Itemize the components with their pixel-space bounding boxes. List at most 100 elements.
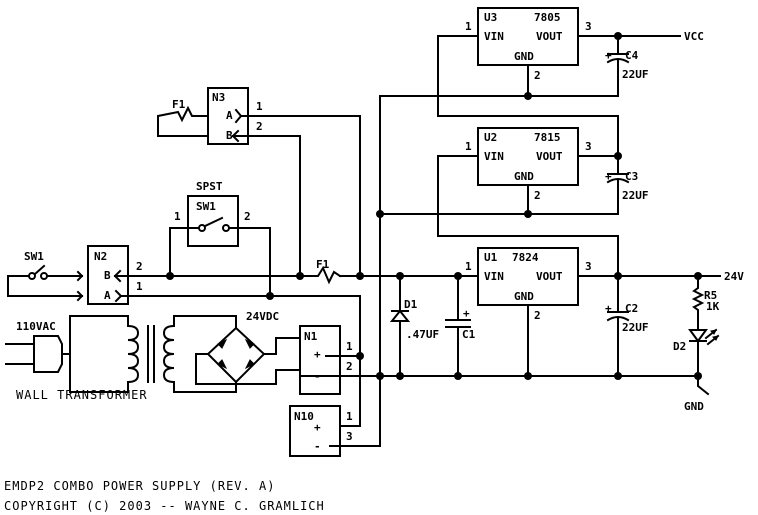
u2-input-wire (437, 155, 619, 277)
fuse-f1-line-label: F1 (316, 258, 330, 271)
diode-d1-body (389, 309, 411, 322)
plug-body (33, 335, 63, 373)
output-rails: VCC 24V (577, 30, 744, 283)
switch-sw1-ref: SW1 (24, 250, 44, 263)
resistor-r5-ref: R5 (704, 289, 717, 302)
bridge-diamond (206, 326, 266, 384)
junction-dot (524, 210, 532, 218)
regulator-u2-pin-in: 1 (465, 140, 472, 153)
bridge-voltage-label: 24VDC (246, 310, 279, 323)
capacitor-c2-plate-top (607, 275, 629, 313)
secondary-winding (162, 324, 176, 384)
bridge-diode-2 (244, 338, 255, 349)
ground-symbol (697, 375, 710, 396)
connector-n1-num-minus: 2 (346, 360, 353, 373)
regulator-u3-pin-out: 3 (585, 20, 592, 33)
connector-n10-num-plus: 1 (346, 410, 353, 423)
switch-spst-pin2: 2 (244, 210, 251, 223)
switch-spst-lever (169, 216, 271, 297)
fuse-f1-line: F1 (299, 258, 342, 285)
regulator-u3-gnd: GND (514, 50, 534, 63)
n3-pin1-wire (240, 115, 361, 277)
copyright-notice: COPYRIGHT (C) 2003 -- WAYNE C. GRAMLICH (4, 499, 325, 513)
connector-n1-plus: + (314, 348, 321, 361)
regulator-u3-part: 7805 (534, 11, 561, 24)
switch-spst-ref: SW1 (196, 200, 216, 213)
secondary-leads (173, 315, 237, 393)
connector-n10-plus: + (314, 421, 321, 434)
capacitor-c4-plate-bottom (527, 58, 630, 97)
resistor-r5 (691, 275, 705, 331)
regulator-u2-pin-gnd: 2 (534, 189, 541, 202)
diode-d1-ref: D1 (404, 298, 418, 311)
connector-n2-pin-b: B (104, 269, 111, 282)
regulator-u2-pin-out: 3 (585, 140, 592, 153)
regulator-u1-vin: VIN (484, 270, 504, 283)
regulator-u1-gnd: GND (514, 290, 534, 303)
fuse-f1-top (157, 105, 209, 137)
barrel-jack-wire (7, 275, 84, 302)
capacitor-c1-ref: C1 (462, 328, 476, 341)
capacitor-c1: + C1 .47UF (406, 275, 476, 377)
capacitor-c4-ref: C4 (625, 49, 639, 62)
regulator-u3-vin: VIN (484, 30, 504, 43)
capacitor-c4-plus: + (605, 49, 612, 62)
capacitor-c2-value: 22UF (622, 321, 649, 334)
connector-n1-num-plus: 1 (346, 340, 353, 353)
connector-n1-body (299, 325, 341, 395)
n1-to-n10-wire (341, 355, 361, 427)
diode-d1-leads (391, 275, 409, 377)
connector-n10: N10 + - 1 3 (289, 405, 361, 457)
junction-dot (376, 372, 384, 380)
fuse-f1-top-label: F1 (172, 98, 186, 111)
diode-d1: D1 (389, 275, 418, 377)
led-d2-ref: D2 (673, 340, 686, 353)
connector-n3-pin-b: B (226, 129, 233, 142)
connector-n10-body (289, 405, 341, 457)
resistor-r5-value: 1K (706, 300, 720, 313)
connector-n1-minus: - (314, 370, 321, 383)
junction-dot (166, 272, 174, 280)
capacitor-c4-plate-top (607, 35, 629, 55)
connector-n3-ref: N3 (212, 91, 225, 104)
connector-n2-pin-a: A (104, 289, 111, 302)
primary-winding (126, 324, 140, 384)
n3-pin2-wire (232, 135, 301, 277)
regulator-u2-part: 7815 (534, 131, 561, 144)
connector-n2-ref: N2 (94, 250, 107, 263)
connector-n2-num-a: 1 (136, 280, 143, 293)
connector-n1: N1 + - 1 2 (299, 325, 364, 427)
junction-dot (356, 272, 364, 280)
regulator-u1-ref: U1 (484, 251, 498, 264)
n2-pin1-wire (120, 295, 361, 357)
bridge-diode-1 (217, 338, 228, 349)
capacitor-c3: + C3 22UF (379, 115, 649, 215)
regulator-u2-ref: U2 (484, 131, 497, 144)
bridge-diode-3 (217, 359, 228, 370)
regulator-u2-vin: VIN (484, 150, 504, 163)
led-d2-body (688, 329, 708, 377)
connector-n2-num-b: 2 (136, 260, 143, 273)
capacitor-c2-plate-bottom (606, 316, 630, 377)
connector-n2: N2 B A 2 1 SW1 (7, 245, 364, 357)
junction-dot (266, 292, 274, 300)
transformer-core (147, 325, 155, 383)
capacitor-c2-plus: + (605, 302, 612, 315)
schematic-title: EMDP2 COMBO POWER SUPPLY (REV. A) (4, 479, 275, 493)
plug-prongs (5, 343, 35, 365)
bridge-diode-4 (244, 359, 255, 370)
regulator-u1-part: 7824 (512, 251, 539, 264)
fuse-f1-line-body (299, 265, 342, 285)
capacitor-c3-plus: + (605, 170, 612, 183)
led-d2-arrowheads (709, 329, 719, 341)
ground-bus-vertical (359, 95, 381, 447)
mains-voltage-label: 110VAC (16, 320, 56, 333)
capacitor-c3-plate-bottom (379, 178, 630, 215)
regulator-u1-pin-gnd: 2 (534, 309, 541, 322)
title-block: EMDP2 COMBO POWER SUPPLY (REV. A) COPYRI… (4, 479, 325, 513)
bridge-rectifier: 24VDC (195, 310, 301, 385)
v24-rail-label: 24V (724, 270, 744, 283)
connector-n10-ref: N10 (294, 410, 314, 423)
capacitor-c4-value: 22UF (622, 68, 649, 81)
